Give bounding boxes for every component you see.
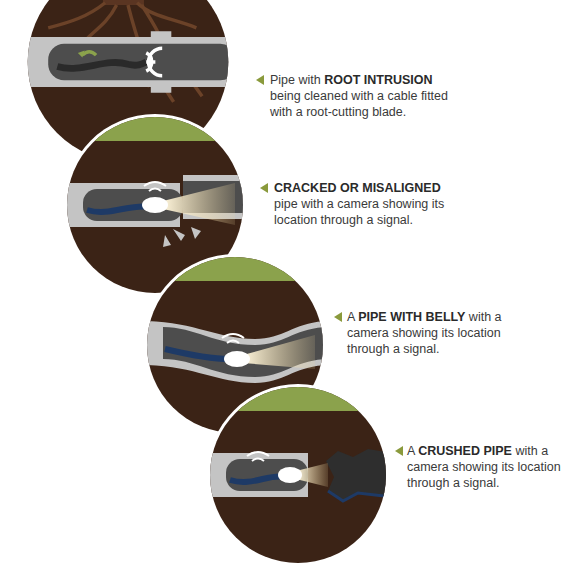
art-shape: [222, 334, 244, 343]
art-shape: [142, 197, 168, 213]
caption-text: CRACKED OR MISALIGNED pipe with a camera…: [274, 180, 464, 228]
art-shape: [144, 182, 166, 191]
art-shape: [334, 312, 342, 322]
art-shape: [82, 52, 96, 55]
art-shape: [163, 183, 235, 225]
art-shape: [78, 51, 85, 58]
art-shape: [149, 189, 161, 192]
art-shape: [252, 459, 264, 462]
art-shape: [144, 182, 166, 186]
art-shape: [326, 449, 393, 501]
art-shape: [145, 255, 325, 281]
caption-text: A PIPE WITH BELLY with a camera showing …: [347, 309, 537, 357]
art-shape: [87, 206, 150, 212]
art-shape: [230, 476, 286, 482]
art-shape: [163, 227, 201, 247]
art-shape: [226, 459, 308, 491]
art-shape: [243, 335, 315, 369]
art-shape: [146, 60, 155, 63]
art-shape: [256, 75, 264, 85]
art-shape: [146, 48, 162, 75]
caption-text: Pipe with ROOT INTRUSION being cleaned w…: [270, 72, 450, 120]
art-shape: [165, 349, 230, 359]
art-shape: [65, 115, 245, 141]
art-shape: [203, 453, 308, 497]
art-shape: [48, 44, 236, 80]
art-shape: [227, 341, 239, 344]
art-shape: [328, 491, 393, 501]
art-shape: [163, 327, 330, 377]
art-shape: [20, 31, 237, 93]
crushed-pipe-scene: [203, 384, 393, 566]
art-shape: [247, 452, 269, 461]
art-shape: [260, 183, 268, 193]
art-shape: [203, 385, 393, 565]
pointer-triangles: [256, 75, 403, 456]
art-shape: [140, 321, 330, 383]
art-shape: [57, 62, 146, 68]
art-shape: [395, 446, 403, 456]
art-shape: [83, 189, 183, 221]
art-shape: [224, 351, 250, 367]
art-shape: [247, 452, 269, 456]
art-shape: [278, 467, 302, 483]
art-shape: [208, 385, 388, 411]
art-shape: [222, 334, 244, 338]
caption-text: A CRUSHED PIPE with a camera showing its…: [407, 443, 567, 491]
